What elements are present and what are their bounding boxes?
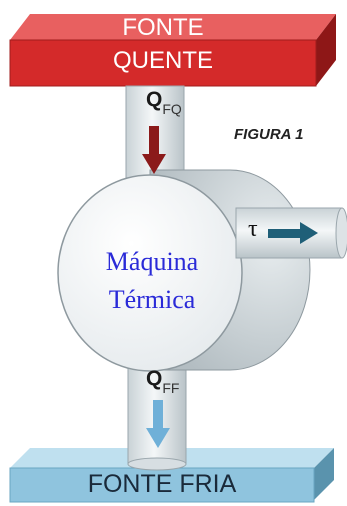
heat-in-arrow	[142, 126, 166, 174]
hot-block-side	[316, 14, 336, 86]
machine-label-line1: Máquina	[105, 247, 199, 276]
work-arrow-shaft	[268, 229, 302, 238]
cold-block-side	[314, 448, 334, 500]
hot-source-label-line1: FONTE	[122, 14, 204, 41]
work-pipe-end	[335, 207, 347, 259]
work-arrow-head	[300, 222, 318, 244]
heat-in-arrow-head	[142, 154, 166, 174]
hot-block-front	[9, 39, 317, 87]
heat-out-symbol: Q	[146, 367, 163, 390]
work-arrow	[268, 222, 318, 244]
figure-label: FIGURA 1	[234, 126, 304, 143]
heat-in-subscript: FQ	[162, 101, 182, 117]
hot-block-top	[10, 14, 336, 40]
heat-out-arrow-head	[146, 428, 170, 448]
heat-out-subscript: FF	[162, 380, 180, 396]
cylinder-face	[57, 174, 243, 372]
heat-out-label: QFF	[146, 367, 179, 396]
bottom-pipe-end	[127, 457, 187, 471]
heat-out-arrow-shaft	[153, 400, 163, 430]
work-symbol: τ	[248, 216, 258, 242]
heat-out-arrow	[146, 400, 170, 448]
heat-in-arrow-shaft	[149, 126, 159, 156]
machine-label-line2: Térmica	[108, 285, 196, 314]
heat-in-label: QFQ	[146, 88, 182, 117]
work-pipe	[235, 207, 347, 259]
hot-source-block	[9, 14, 336, 87]
hot-source-label-line2: QUENTE	[112, 47, 213, 74]
heat-in-symbol: Q	[146, 88, 163, 111]
cold-source-label: FONTE FRIA	[87, 470, 237, 498]
